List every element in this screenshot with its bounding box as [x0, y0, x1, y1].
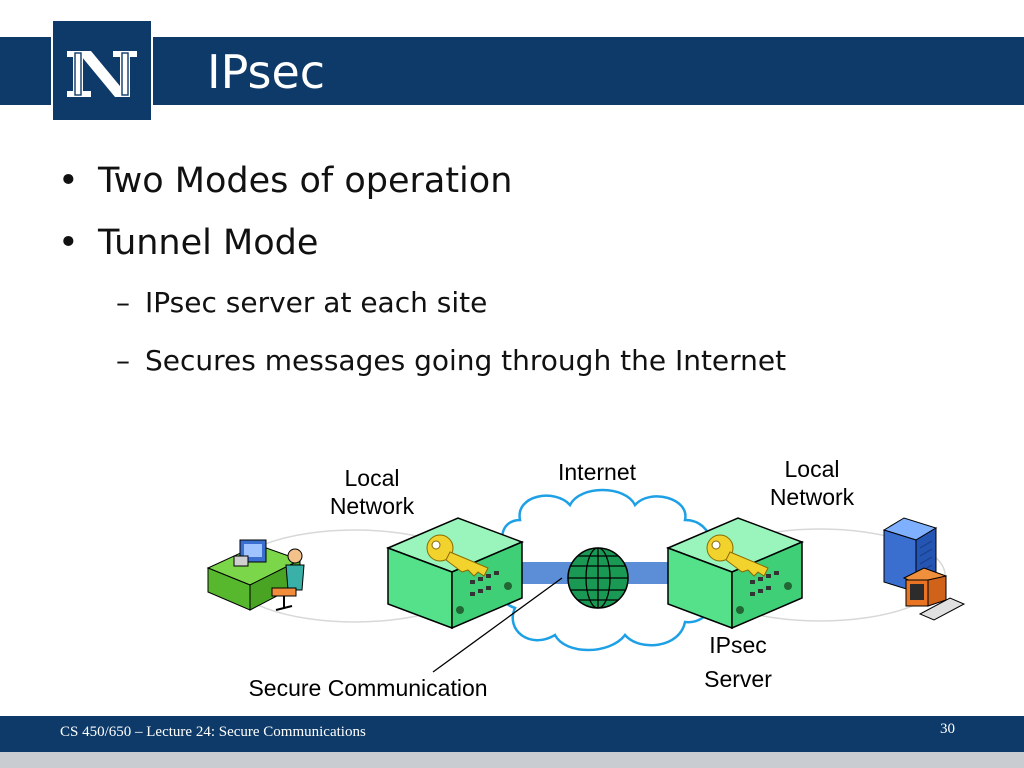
title-bar: [0, 37, 1024, 105]
slide-number: 30: [940, 721, 955, 737]
workstation-user-icon: [206, 539, 305, 611]
bullet-item: Tunnel Mode: [58, 212, 786, 274]
secure-communication-label: Secure Communication: [248, 675, 488, 701]
bullet-item: Two Modes of operation: [58, 150, 786, 212]
sub-bullet-item: Secures messages going through the Inter…: [58, 332, 786, 390]
right-ipsec-server-icon: [665, 517, 805, 630]
footer-course-title: CS 450/650 – Lecture 24: Secure Communic…: [60, 724, 366, 740]
globe-icon: [567, 547, 629, 609]
bullet-list: Two Modes of operation Tunnel Mode IPsec…: [58, 150, 786, 390]
footer-bar: [0, 716, 1024, 752]
ipsec-server-label: IPsec Server: [688, 628, 788, 696]
right-network-label: Local Network: [752, 455, 872, 511]
left-network-label-line: Network: [329, 493, 415, 519]
left-network-label-line: Local: [344, 465, 400, 491]
server-computer-icon: [882, 517, 966, 621]
footer-strip: [0, 752, 1024, 768]
right-network-label-line: Local: [784, 456, 840, 482]
ipsec-tunnel-diagram: [206, 488, 966, 673]
sub-bullet-item: IPsec server at each site: [58, 274, 786, 332]
left-network-label: Local Network: [312, 464, 432, 520]
university-logo: [51, 19, 153, 122]
slide-title: IPsec: [207, 45, 326, 99]
n-logo-icon: [67, 51, 137, 97]
right-network-label-line: Network: [769, 484, 855, 510]
internet-label: Internet: [558, 459, 636, 485]
ipsec-server-label-line: Server: [704, 666, 772, 692]
ipsec-server-label-line: IPsec: [709, 632, 767, 658]
secure-comm-pointer: [432, 577, 563, 673]
left-ipsec-server-icon: [385, 517, 525, 630]
